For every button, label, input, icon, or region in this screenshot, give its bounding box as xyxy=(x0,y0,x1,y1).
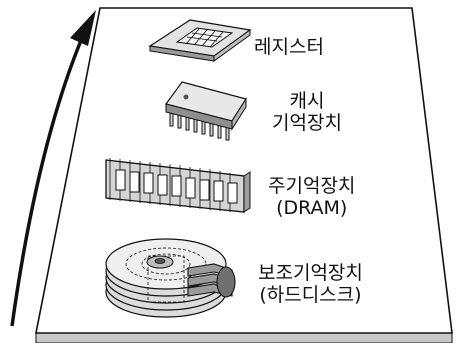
label-line: 주기억장치 xyxy=(268,175,356,197)
label-line: (하드디스크) xyxy=(259,284,362,306)
hard-disk-icon xyxy=(105,238,236,318)
upward-arrow-icon xyxy=(10,10,96,327)
level-label-cache: 캐시 기억장치 xyxy=(272,90,342,134)
level-label-main-memory: 주기억장치 (DRAM) xyxy=(268,175,355,219)
dram-module-icon xyxy=(105,158,251,213)
register-chip-icon xyxy=(148,19,252,62)
level-label-secondary-storage: 보조기억장치 (하드디스크) xyxy=(258,262,363,306)
label-line: 레지스터 xyxy=(254,36,324,58)
label-line: 기억장치 xyxy=(272,112,342,134)
label-line: 캐시 xyxy=(289,90,325,112)
level-label-register: 레지스터 xyxy=(254,36,324,58)
label-line: 보조기억장치 xyxy=(258,262,363,284)
cache-chip-icon xyxy=(164,81,247,141)
label-line: (DRAM) xyxy=(276,197,348,219)
